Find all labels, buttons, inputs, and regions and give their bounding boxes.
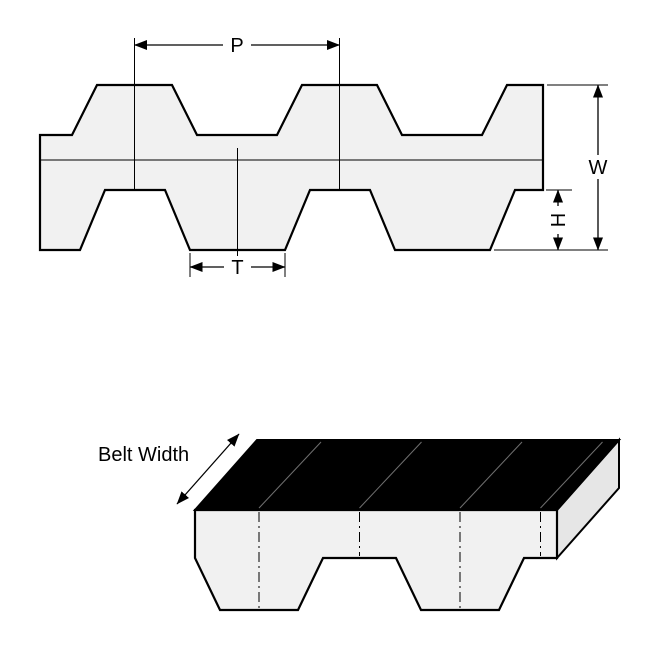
belt-width-callout: Belt Width (98, 433, 240, 505)
top-face-depth-line-1 (258, 441, 322, 509)
belt-width-arrow (176, 433, 240, 505)
belt-perspective-view: Belt Width (98, 433, 622, 612)
tooth-width-label-bg (224, 256, 251, 278)
belt-width-label: Belt Width (98, 444, 189, 466)
top-face-depth-line-3 (459, 441, 523, 509)
tooth-width-label: T (231, 257, 243, 279)
top-face-depth-line-2 (359, 441, 422, 509)
pitch-label-bg (223, 34, 251, 56)
pitch-label: P (230, 35, 243, 57)
belt-top-face (192, 439, 622, 511)
dimension-overall-width: W (494, 84, 612, 251)
belt-profile-outline (38, 83, 545, 252)
height-label: H (548, 213, 570, 227)
belt-cross-section-view: P W H T (38, 34, 612, 279)
dimension-pitch: P (134, 34, 340, 190)
width-label: W (589, 157, 608, 179)
width-label-bg (584, 155, 612, 179)
height-label-bg (548, 206, 568, 234)
dimension-tooth-width: T (189, 253, 286, 279)
belt-front-face (193, 508, 559, 612)
dimension-tooth-height: H (546, 189, 572, 251)
top-face-depth-line-4 (540, 441, 603, 509)
